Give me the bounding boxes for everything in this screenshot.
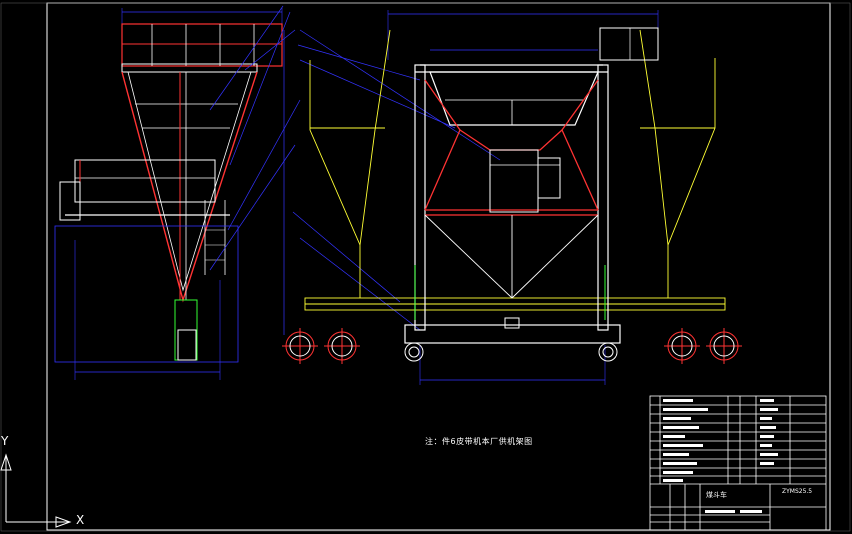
x-axis-label: X	[76, 513, 85, 527]
drawing-border	[46, 2, 831, 531]
y-axis-label: Y	[1, 434, 9, 448]
drawing-note: 注：件6皮带机本厂供机架图	[425, 437, 533, 446]
title-block-code: ZYMS25.5	[782, 488, 813, 495]
leader-lines	[209, 5, 501, 335]
side-view	[54, 8, 283, 380]
title-block-name: 煤斗车	[706, 491, 727, 499]
front-view	[304, 10, 726, 385]
ucs-axis-icon	[0, 453, 72, 528]
title-block-text-marks	[663, 399, 778, 513]
title-block	[649, 395, 827, 531]
wheels	[282, 328, 742, 364]
